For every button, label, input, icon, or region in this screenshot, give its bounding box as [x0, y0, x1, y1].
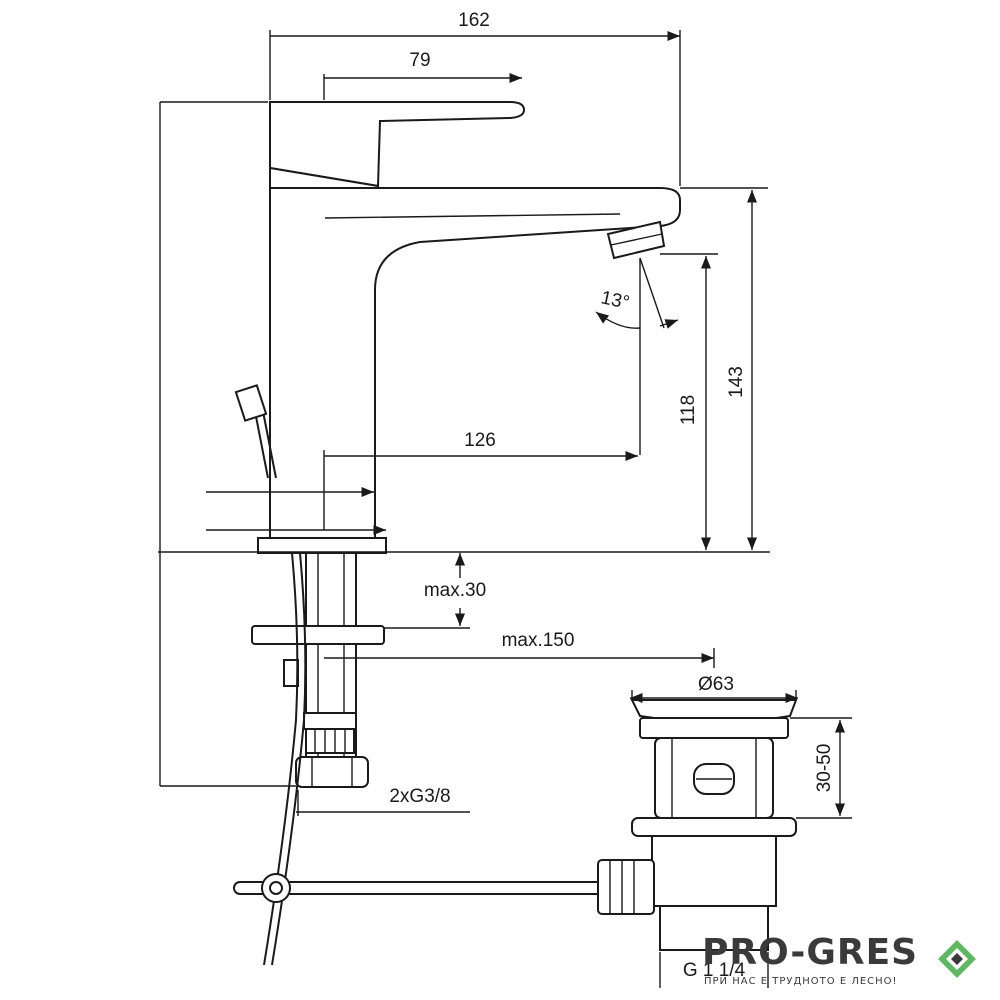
dim-waste-thread: G 1 1/4 [683, 960, 746, 981]
dim-spout-reach: 126 [464, 430, 496, 451]
brand-name: PRO-GRES [702, 932, 919, 973]
brand-logo: PRO-GRES ПРИ НАС Е ТРУДНОТО Е ЛЕСНО! [690, 932, 990, 996]
fixing-plate [251, 625, 385, 645]
dim-max-hose: max.150 [502, 630, 575, 651]
dim-spout-angle: 13° [599, 287, 631, 314]
dim-total-height: 143 [726, 366, 747, 398]
connection-nut [295, 756, 369, 788]
dimension-lines [158, 30, 852, 988]
dim-waste-diameter: Ø63 [698, 674, 734, 695]
waste-tail [659, 905, 769, 951]
diamond-icon [938, 940, 976, 978]
faucet-spout [269, 187, 681, 539]
dim-handle-length: 79 [409, 50, 430, 71]
dim-waste-range: 30-50 [814, 744, 835, 793]
faucet-handle [269, 101, 526, 188]
brand-tagline: ПРИ НАС Е ТРУДНОТО Е ЛЕСНО! [704, 976, 898, 987]
faucet-body [234, 101, 681, 554]
dim-max-thickness: max.30 [424, 580, 486, 601]
dim-spout-height: 118 [678, 395, 699, 425]
dim-total-width: 162 [458, 10, 490, 31]
pop-up-waste [233, 699, 798, 951]
pop-up-knob [234, 384, 268, 422]
dim-connection: 2xG3/8 [389, 786, 450, 807]
base-flange [257, 537, 387, 554]
under-counter-assembly [251, 552, 385, 966]
